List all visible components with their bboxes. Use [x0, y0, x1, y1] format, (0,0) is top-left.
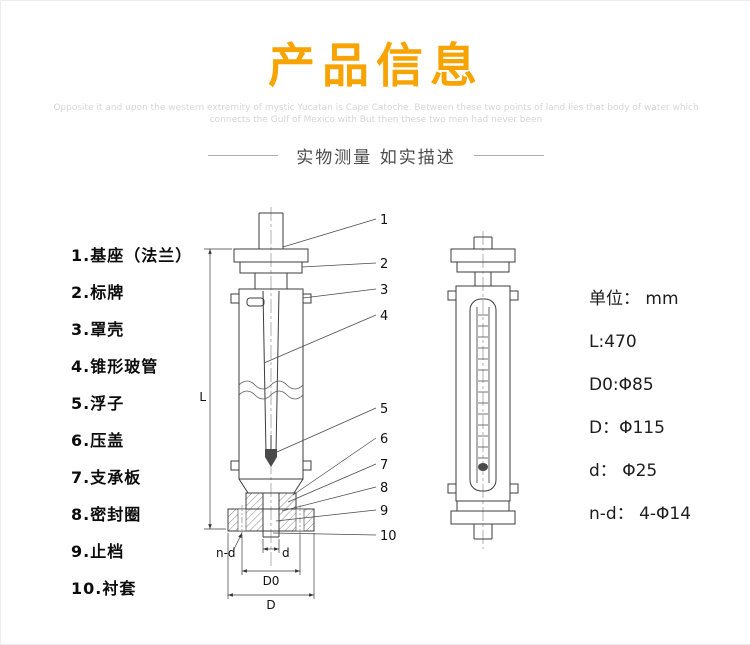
dim-label-nd: n-d [216, 546, 236, 560]
dimension-lines [204, 248, 315, 599]
section-divider: 实物测量 如实描述 [1, 143, 750, 168]
technical-diagram: 1 2 3 4 5 6 7 8 9 10 L [199, 207, 519, 612]
top-plate [456, 261, 510, 273]
callout-7: 7 [380, 458, 388, 473]
inlet-pipe [473, 236, 493, 249]
lug [302, 460, 312, 471]
divider-line-right [473, 155, 544, 156]
neck [474, 272, 492, 286]
spec-line-nd: n-d： 4-Φ14 [589, 504, 692, 524]
divider-line-left [208, 155, 279, 156]
callout-10: 10 [380, 529, 397, 544]
glass-tube [476, 307, 490, 483]
spec-line-unit: 单位： mm [589, 289, 679, 309]
part-item-3: 3.罩壳 [71, 320, 125, 339]
specs-panel: 单位： mm L:470 D0:Φ85 D：Φ115 d： Φ25 n-d： 4… [589, 278, 691, 536]
inlet-pipe [258, 212, 284, 249]
part-item-9: 9.止档 [71, 542, 125, 561]
callout-2: 2 [380, 257, 388, 272]
float [478, 463, 488, 471]
viewing-window [469, 298, 497, 492]
callout-1: 1 [380, 213, 388, 228]
break-wave [238, 380, 304, 390]
callout-numbers: 1 2 3 4 5 6 7 8 9 10 [380, 213, 397, 544]
dim-label-D0: D0 [263, 574, 280, 588]
part-item-6: 6.压盖 [71, 431, 125, 450]
dim-label-D: D [266, 598, 275, 612]
glass-tube [262, 290, 280, 454]
callout-3: 3 [380, 283, 388, 298]
callout-9: 9 [380, 504, 388, 519]
spec-line-L: L:470 [589, 332, 637, 352]
callout-4: 4 [380, 309, 388, 324]
part-item-2: 2.标牌 [71, 283, 125, 302]
bushing-pipe [262, 493, 280, 538]
funnel [238, 478, 304, 494]
dimension-labels: L n-d d D0 D [199, 390, 289, 612]
callout-6: 6 [380, 432, 388, 447]
neck [254, 273, 288, 289]
float [265, 449, 277, 467]
spec-line-D: D：Φ115 [589, 418, 665, 438]
lug [447, 290, 457, 301]
callout-8: 8 [380, 481, 388, 496]
watermark-text: Opposite it and upon the western extremi… [1, 102, 750, 126]
gland-hatch [278, 492, 297, 510]
divider-label: 实物测量 如实描述 [296, 148, 456, 168]
lug [509, 483, 519, 494]
top-plate [239, 261, 303, 274]
parts-list: 1.基座（法兰） 2.标牌 3.罩壳 4.锥形玻管 5.浮子 6.压盖 7.支承… [71, 237, 192, 607]
lug [509, 290, 519, 301]
spec-line-D0: D0:Φ85 [589, 375, 654, 395]
watermark-line-1: Opposite it and upon the western extremi… [53, 103, 699, 113]
part-item-4: 4.锥形玻管 [71, 357, 159, 376]
watermark-line-2: connects the Gulf of Mexico with But the… [209, 115, 543, 125]
part-item-10: 10.衬套 [71, 579, 137, 598]
casing-body [238, 288, 304, 480]
part-item-1: 1.基座（法兰） [71, 246, 193, 265]
gland-hatch [245, 492, 264, 510]
outlet-pipe [473, 524, 493, 540]
lug [230, 460, 240, 471]
lug [230, 293, 240, 304]
part-item-8: 8.密封圈 [71, 505, 142, 524]
cross-section-view [227, 207, 315, 569]
lug [302, 293, 312, 304]
nameplate [246, 297, 265, 307]
spec-line-d: d： Φ25 [589, 461, 658, 481]
dim-label-d: d [282, 546, 290, 560]
external-view [447, 231, 519, 549]
part-item-7: 7.支承板 [71, 468, 142, 487]
dim-label-L: L [199, 390, 206, 404]
leader-lines [263, 218, 377, 536]
bottom-flange [450, 510, 516, 525]
scale-graduations [478, 314, 488, 459]
callout-5: 5 [380, 402, 388, 417]
part-item-5: 5.浮子 [71, 394, 125, 413]
break-wave [238, 390, 304, 400]
lug [447, 483, 457, 494]
page-title: 产品信息 [268, 39, 484, 94]
